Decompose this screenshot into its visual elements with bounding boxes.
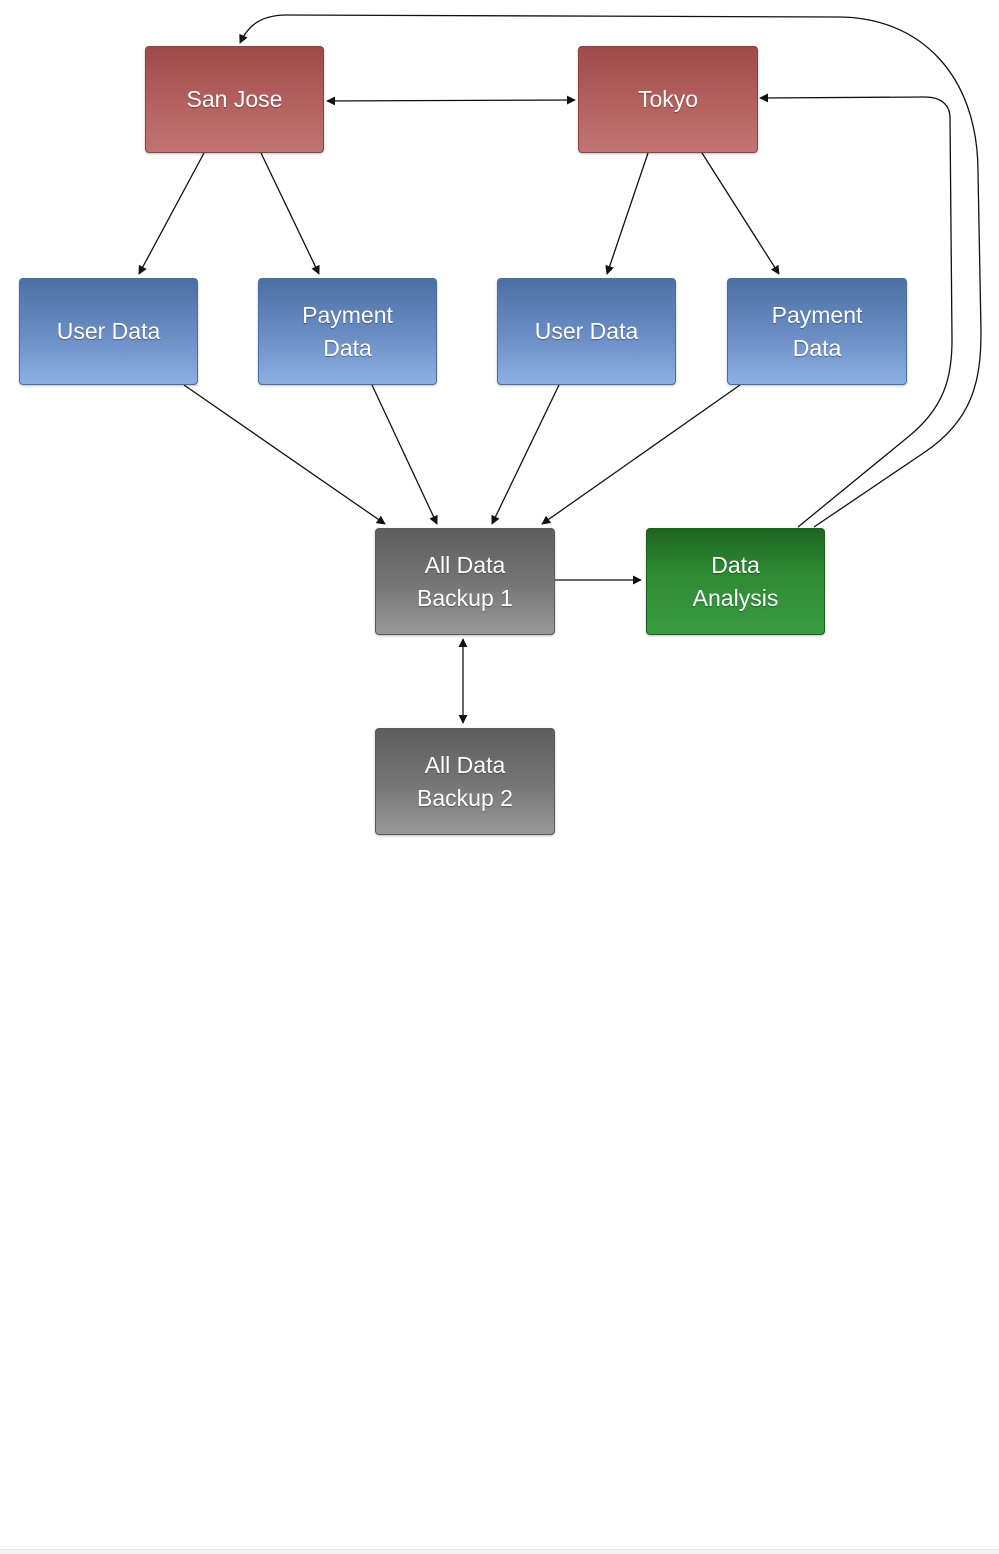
edge-user-data-2-backup-1: [491, 384, 560, 525]
node-all-data-backup-1-label: All Data Backup 1: [417, 551, 513, 611]
edge-san-jose-tokyo: [326, 95, 576, 106]
node-payment-data-san-jose-label: Payment Data: [302, 301, 393, 361]
edge-tokyo-payment-data-2: [701, 152, 780, 275]
node-tokyo-label: Tokyo: [637, 86, 699, 112]
edge-payment-data-2-backup-1: [541, 384, 741, 525]
edge-san-jose-user-data-1: [138, 152, 205, 275]
node-all-data-backup-2: All Data Backup 2: [375, 728, 555, 835]
edge-san-jose-payment-data-1: [260, 152, 320, 275]
node-payment-data-san-jose: Payment Data: [258, 278, 437, 385]
node-san-jose: San Jose: [145, 46, 324, 153]
edge-payment-data-1-backup-1: [371, 384, 438, 525]
node-all-data-backup-1: All Data Backup 1: [375, 528, 555, 635]
node-user-data-tokyo: User Data: [497, 278, 676, 385]
edge-tokyo-user-data-2: [605, 152, 649, 275]
node-user-data-san-jose: User Data: [19, 278, 198, 385]
node-payment-data-tokyo-label: Payment Data: [771, 301, 863, 361]
node-tokyo: Tokyo: [578, 46, 758, 153]
page-bottom-divider: [0, 1549, 999, 1554]
node-data-analysis-label: Data Analysis: [692, 551, 779, 611]
edge-user-data-1-backup-1: [183, 384, 386, 525]
node-payment-data-tokyo: Payment Data: [727, 278, 907, 385]
node-san-jose-label: San Jose: [186, 86, 283, 112]
node-user-data-san-jose-label: User Data: [56, 318, 161, 344]
node-data-analysis: Data Analysis: [646, 528, 825, 635]
node-user-data-tokyo-label: User Data: [534, 318, 639, 344]
node-all-data-backup-2-label: All Data Backup 2: [417, 751, 513, 811]
